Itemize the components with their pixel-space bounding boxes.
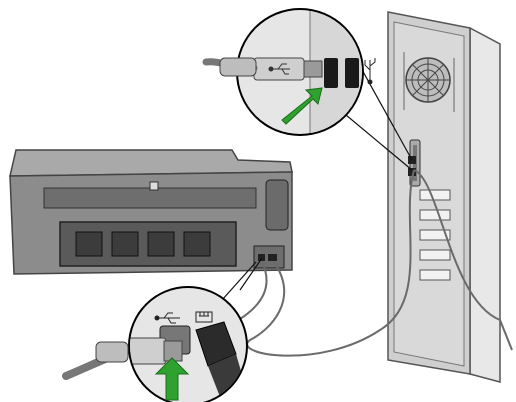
computer-usb-port-callout xyxy=(206,0,375,160)
computer-tower xyxy=(388,12,500,382)
printer-usb-port-callout xyxy=(66,286,250,402)
fan-grille-icon xyxy=(406,58,450,102)
printer xyxy=(10,150,292,274)
usb-icon xyxy=(365,58,375,84)
